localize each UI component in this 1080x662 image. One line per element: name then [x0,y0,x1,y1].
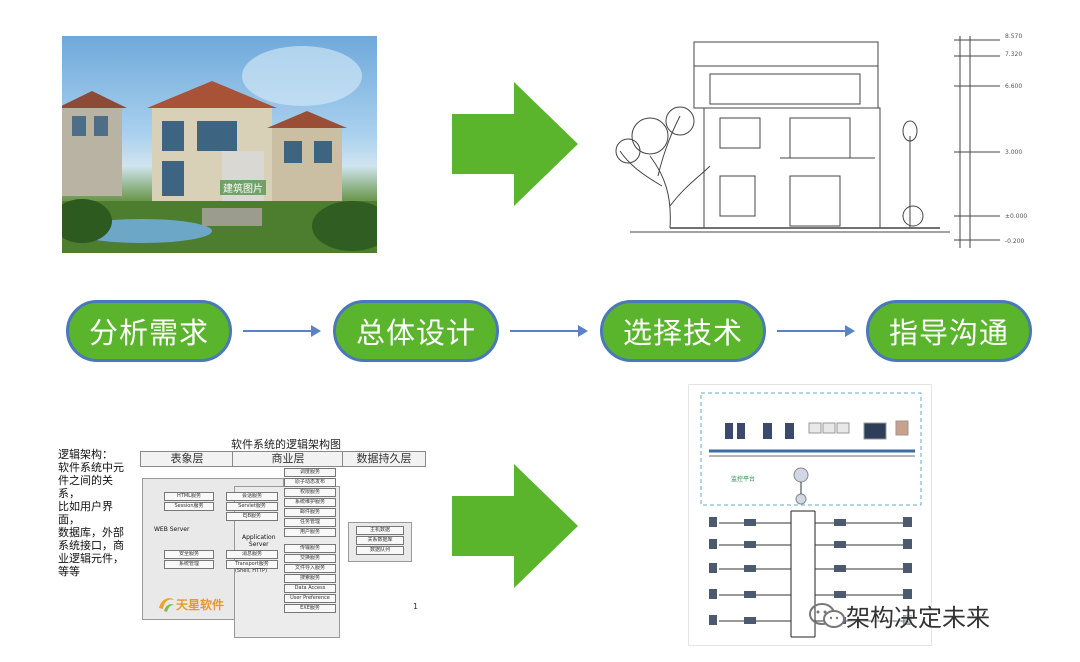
level-1: 8.570 [1005,33,1022,40]
layer-presentation: 表象层 [140,451,234,467]
side-note-line: 等等 [58,565,132,578]
module-box: 系统管理 [164,560,214,569]
db-box: 关系数据库 [356,536,404,545]
right-arrow-icon [452,82,578,206]
module-box: 会话服务 [226,492,278,501]
module-box: 安全服务 [164,550,214,559]
app-server-label-line: Application [242,534,276,541]
service-box: Data Access [284,584,336,593]
watermark-text: 架构决定未来 [846,598,990,633]
logo-text: 天星软件 [176,596,224,613]
step-analyze-requirements: 分析需求 [66,300,232,362]
swirl-logo-icon [156,594,176,614]
photo-watermark: 建筑图片 [220,180,266,195]
flow-connector-arrow [243,330,319,332]
side-note-line: 比如用户界面， [58,500,132,526]
house-photo: 建筑图片 [62,36,377,253]
level-2: 7.320 [1005,51,1022,58]
module-box: Servlet服务 [226,502,278,511]
module-box: (Shell, HTTP) [226,568,276,575]
flow-connector-arrow [777,330,853,332]
flow-connector-arrow [510,330,586,332]
account-watermark: 架构决定未来 [808,598,990,633]
service-box: 任务管理 [284,518,336,527]
web-server-label: WEB Server [154,526,189,533]
service-box: 搜索服务 [284,574,336,583]
level-3: 6.600 [1005,83,1022,90]
service-box: 邮件服务 [284,508,336,517]
side-note: 逻辑架构： 软件系统中元 件之间的关系， 比如用户界面， 数据库，外部 系统接口… [58,448,132,578]
app-server-label: Application Server [242,534,276,548]
elevation-drawing: 8.570 7.320 6.600 3.000 ±0.000 -0.200 [610,26,1038,254]
module-box: Session服务 [164,502,214,511]
service-box: 交换服务 [284,554,336,563]
house-illustration [62,36,377,253]
layer-persistence: 数据持久层 [342,451,426,467]
software-architecture-diagram: 软件系统的逻辑架构图 逻辑架构： 软件系统中元 件之间的关系， 比如用户界面， … [56,434,430,640]
right-arrow-icon [452,464,578,588]
side-note-line: 软件系统中元 [58,461,132,474]
chat-bubble-icon [808,602,846,630]
db-box: 数据队列 [356,546,404,555]
side-note-line: 业逻辑元件， [58,552,132,565]
side-note-line: 逻辑架构： [58,448,132,461]
level-6: -0.200 [1005,238,1025,245]
side-note-line: 数据库，外部 [58,526,132,539]
service-box: 原子动态发布 [284,478,336,487]
service-box: 用户服务 [284,528,336,537]
module-box: HTML服务 [164,492,214,501]
step-select-technology: 选择技术 [600,300,766,362]
service-box: 权限服务 [284,488,336,497]
service-box: User Preference [284,594,336,603]
service-box: EXE服务 [284,604,336,613]
level-5: ±0.000 [1005,213,1027,220]
module-box: EJB服务 [226,512,278,521]
step-overall-design: 总体设计 [333,300,499,362]
layer-business: 商业层 [232,451,344,467]
side-note-line: 件之间的关系， [58,474,132,500]
db-box: 主机数据 [356,526,404,535]
service-box: 系统维护服务 [284,498,336,507]
app-server-label-line: Server [242,541,276,548]
company-logo: 天星软件 [156,594,224,614]
diagram-title: 软件系统的逻辑架构图 [231,436,341,452]
page-number: 1 [413,602,418,611]
module-box: 消息服务 [226,550,278,559]
level-4: 3.000 [1005,149,1022,156]
service-box: 调度服务 [284,468,336,477]
step-guide-communication: 指导沟通 [866,300,1032,362]
platform-label: 监控平台 [731,475,755,483]
service-box: 传输服务 [284,544,336,553]
elevation-sketch: 8.570 7.320 6.600 3.000 ±0.000 -0.200 [610,26,1038,254]
service-box: 文件导入服务 [284,564,336,573]
side-note-line: 系统接口，商 [58,539,132,552]
